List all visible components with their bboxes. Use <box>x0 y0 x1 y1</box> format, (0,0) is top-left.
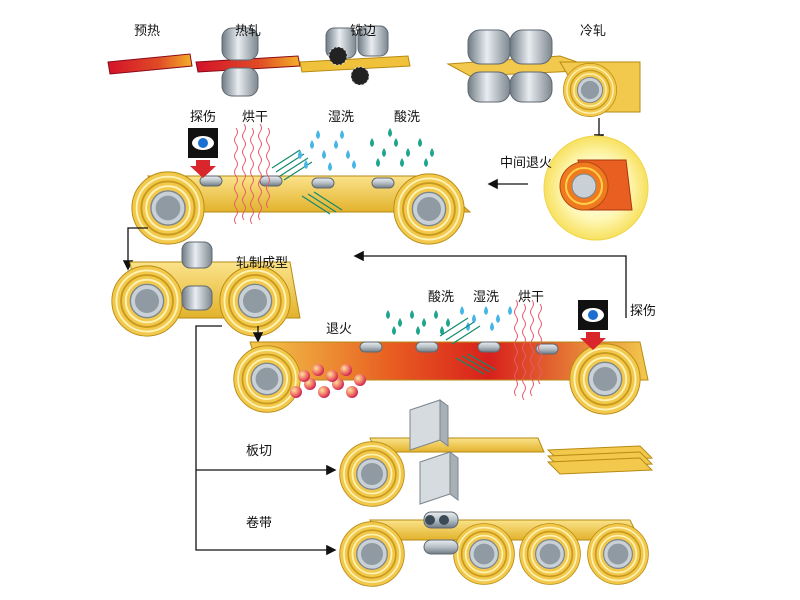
label-intermediate-anneal: 中间退火 <box>500 156 553 171</box>
edge-mill <box>299 25 411 86</box>
wash-brush <box>439 317 497 375</box>
hot-roll-stand <box>195 27 301 97</box>
water-drops <box>460 306 512 331</box>
preheat-slab <box>107 53 193 75</box>
line-1-strip <box>130 170 472 246</box>
label-roll-forming: 轧制成型 <box>236 256 289 271</box>
label-edge-mill: 铣边 <box>350 24 377 39</box>
label-hot-roll: 热轧 <box>235 24 262 39</box>
label-inspect-1: 探伤 <box>190 110 217 125</box>
label-anneal: 退火 <box>326 322 353 337</box>
roll-forming-stand <box>110 241 301 338</box>
eye-inspection-icon <box>578 300 608 350</box>
label-pickle-2: 酸洗 <box>428 290 455 305</box>
cut-plates-stack <box>546 445 654 475</box>
anneal-heat-beads <box>290 364 366 398</box>
arrow-icon <box>195 325 337 556</box>
label-pickle-1: 酸洗 <box>394 110 421 125</box>
label-dry-1: 烘干 <box>242 110 269 125</box>
label-inspect-2: 探伤 <box>630 304 657 319</box>
eye-inspection-icon <box>188 128 218 178</box>
plate-cut-station <box>338 399 545 508</box>
label-wet-wash-2: 湿洗 <box>473 290 500 305</box>
label-cold-roll: 冷轧 <box>580 24 607 39</box>
drying-heat-waves <box>234 123 270 225</box>
arrow-icon <box>353 250 627 318</box>
cold-roll-stand <box>446 29 641 118</box>
coil-strip-station <box>338 511 650 588</box>
acid-drops <box>370 128 434 167</box>
label-wet-wash-1: 湿洗 <box>328 110 355 125</box>
label-dry-2: 烘干 <box>518 290 545 305</box>
label-plate-cut: 板切 <box>246 444 273 459</box>
arrow-icon <box>122 227 148 271</box>
intermediate-anneal-furnace <box>543 135 649 241</box>
water-drops <box>298 130 356 171</box>
label-coil-strip: 卷带 <box>246 516 273 531</box>
label-preheat: 预热 <box>134 24 161 39</box>
drying-heat-waves <box>514 299 542 401</box>
acid-drops <box>386 310 450 335</box>
